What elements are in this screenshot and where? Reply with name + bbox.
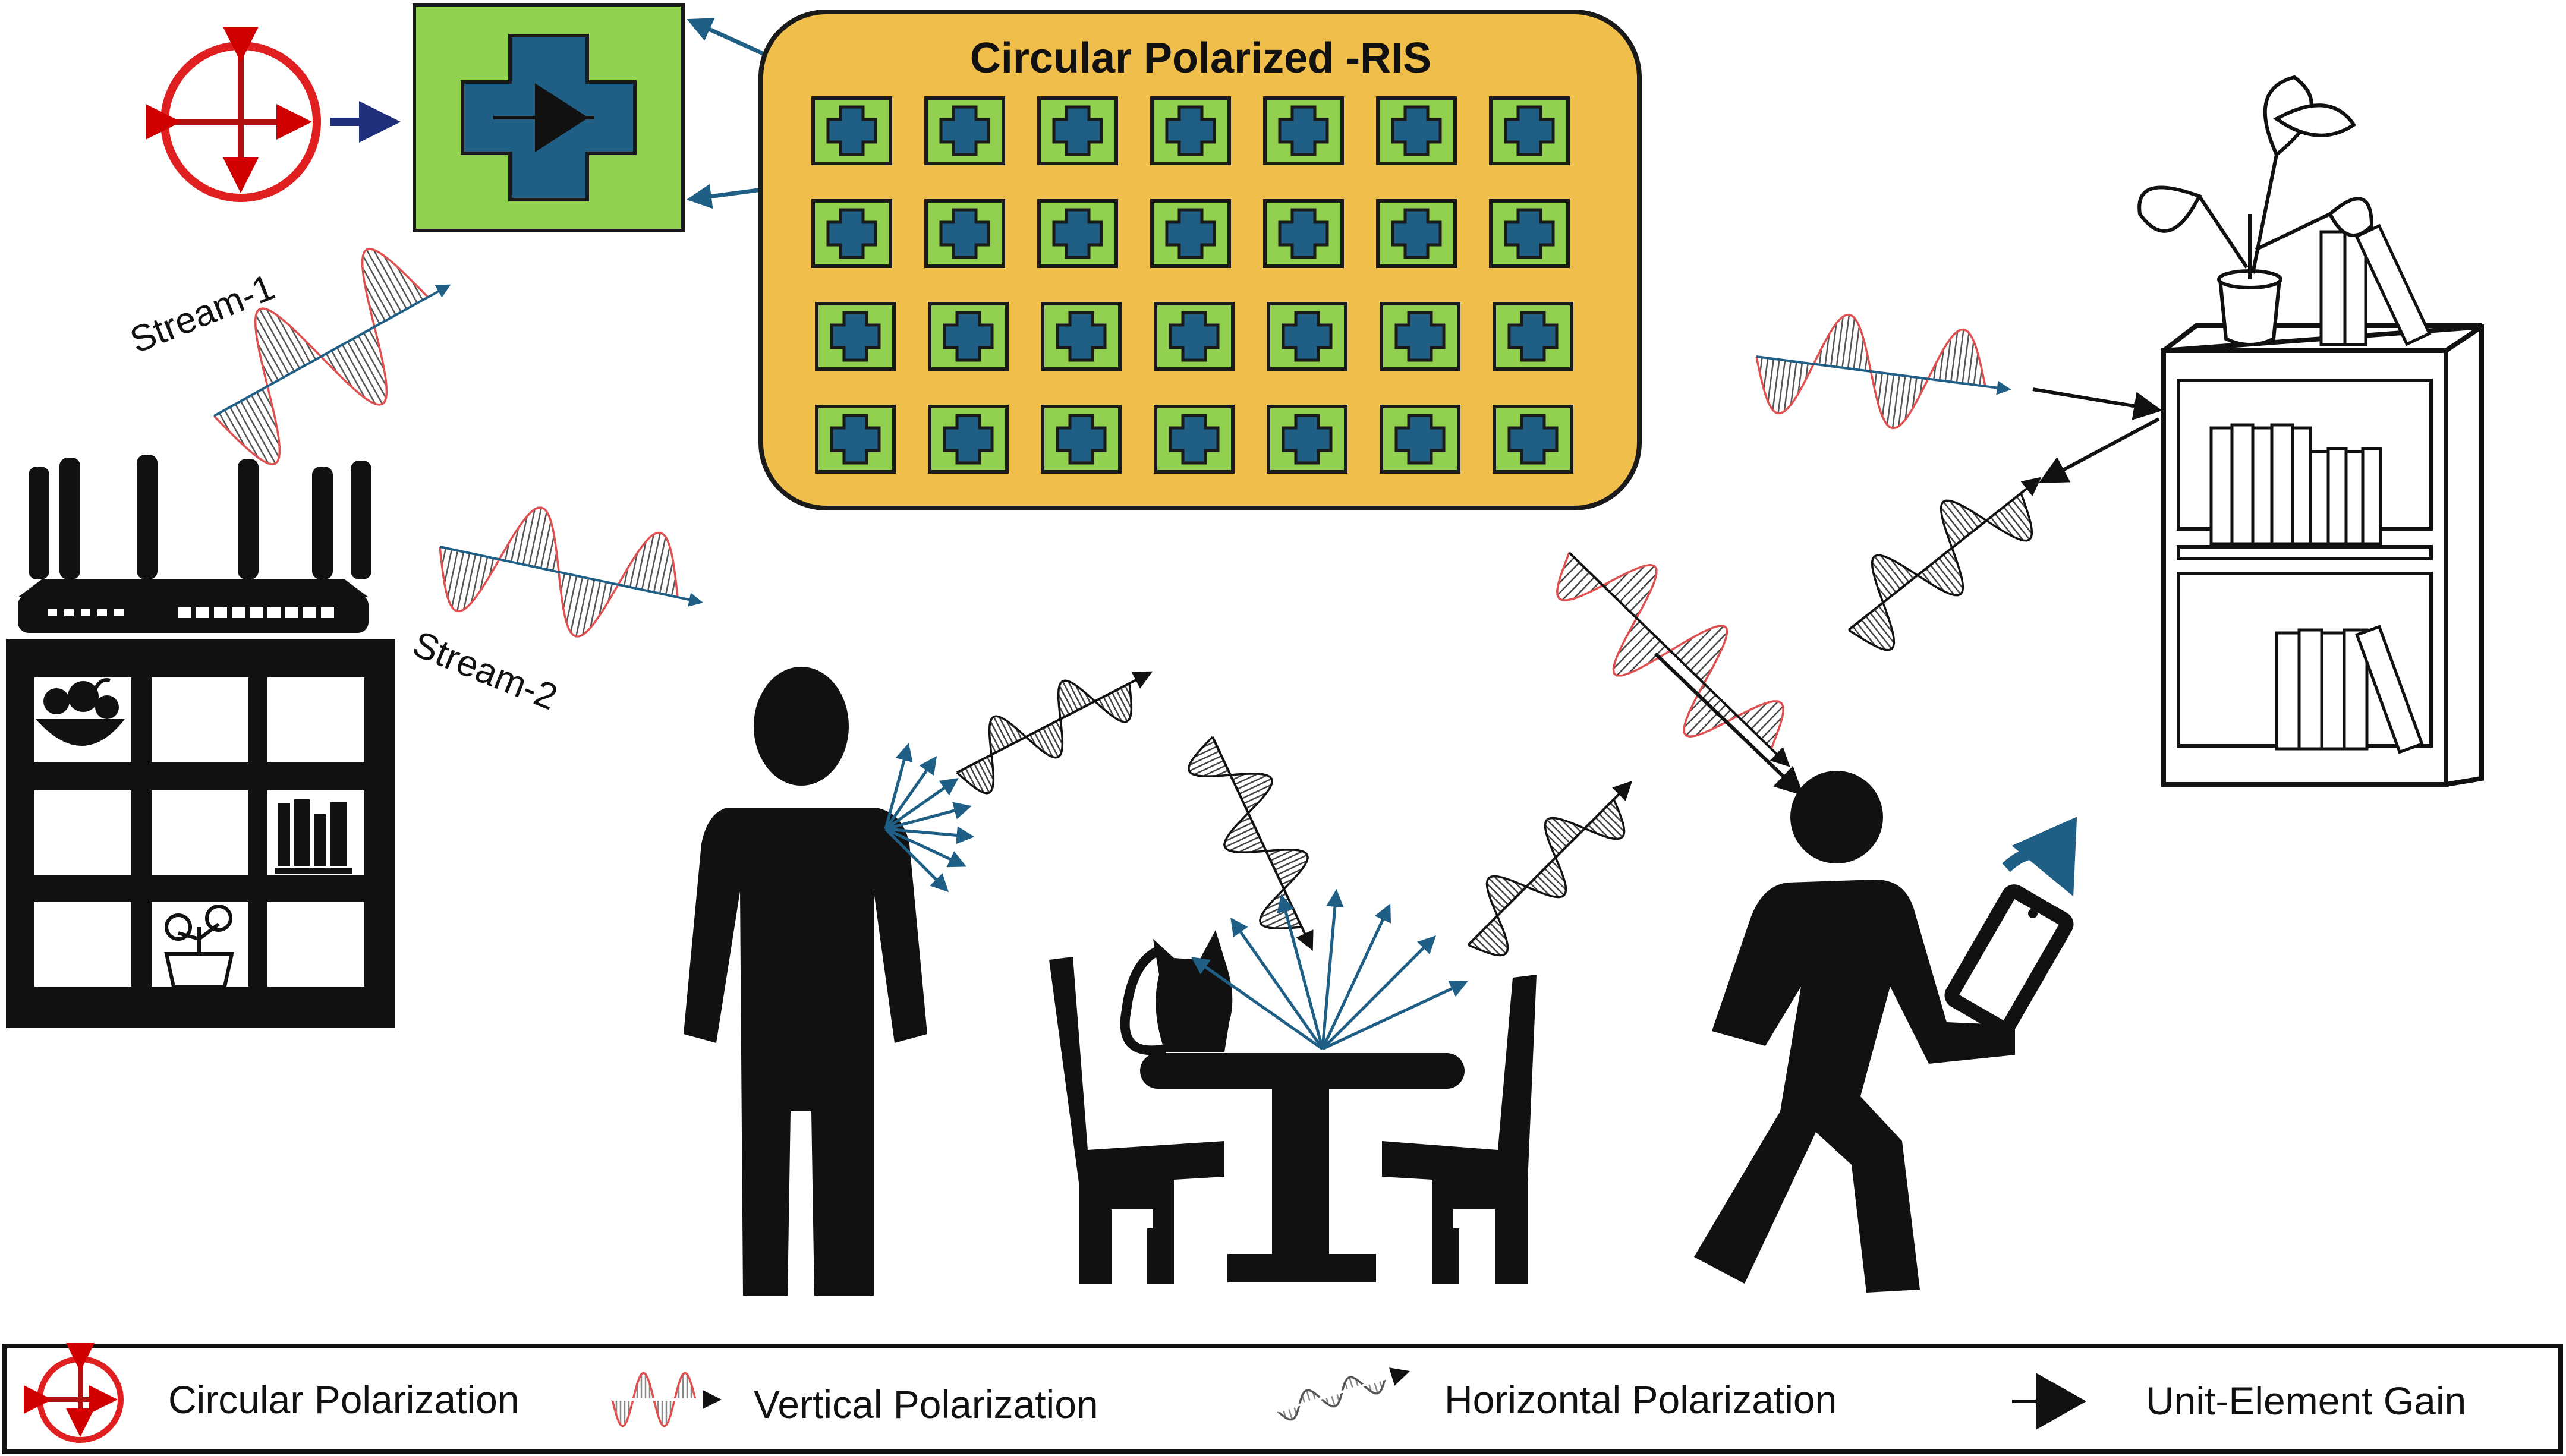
standing-person [684,667,927,1296]
scatter-arrows-person [884,743,975,893]
books-icon [275,799,352,874]
legend-vertical-icon [611,1371,722,1428]
ris-unit-cell [811,199,892,268]
potted-plant [2137,75,2374,346]
ris-unit-cell [811,96,892,165]
ris-unit-cell [1263,96,1344,165]
ris-unit-cell [1267,302,1347,371]
ris-unit-cell [1376,199,1457,268]
scatter-arrow [884,756,937,830]
reflected-wave-bookcase [1847,477,2042,651]
scatter-arrow [884,827,966,868]
ris-unit-cell [1493,302,1573,371]
scatter-arrow [1277,894,1324,1050]
bookcase [2161,223,2484,787]
table-with-chairs [1049,957,1537,1284]
ris-unit-cell [928,302,1009,371]
ris-unit-cell [1493,405,1573,474]
arrow-to-walking-person [1654,652,1804,796]
scatter-arrow [1321,889,1344,1050]
ris-unit-cell [1037,199,1118,268]
ris-unit-cell [815,405,896,474]
ris-unit-cell [1037,96,1118,165]
fruit-bowl-icon [36,678,125,746]
ris-title: Circular Polarized -RIS [970,34,1431,82]
circular-polarization-icon [146,27,321,202]
ris-unit-cell [1376,96,1457,165]
ris-unit-cell [1489,96,1570,165]
ris-unit-cell [1489,199,1570,268]
ris-unit-cell [928,405,1009,474]
scatter-arrows-table [1191,889,1468,1051]
wave-from-person [956,671,1153,795]
ris-unit-cell [924,199,1005,268]
scatter-arrow [1321,980,1468,1051]
legend-horizontal-label: Horizontal Polarization [1444,1378,1837,1422]
legend-vertical-label: Vertical Polarization [754,1382,1098,1426]
legend-horizontal-icon [1277,1367,1410,1421]
stream-1-wave [213,248,451,465]
legend-circular-label: Circular Polarization [168,1378,520,1422]
legend-gain-icon [2012,1373,2086,1430]
cube-storage-shelf [6,639,395,1028]
flower-pot-icon [164,905,234,988]
ris-unit-cell [1041,405,1122,474]
ris-unit-cell [1263,199,1344,268]
circular-wave-to-person [1556,551,1790,767]
rotation-arrow-icon [2002,817,2077,897]
scatter-arrow [884,777,959,831]
scatter-arrow [885,826,975,844]
ris-unit-cell [924,96,1005,165]
legend-gain-label: Unit-Element Gain [2146,1379,2466,1423]
incident-wave-bookcase [1755,313,2011,430]
scatter-arrow [1230,917,1324,1050]
stream-2-wave [439,506,704,638]
legend: Circular Polarization Vertical Polarizat… [2,1343,2563,1454]
tablet-device [1944,884,2074,1035]
wave-from-table [1467,780,1633,957]
legend-circular-icon [24,1343,124,1443]
ris-element-grid [811,96,1573,474]
ris-unit-cell [1154,405,1235,474]
legend-horizontal-wave [1277,1367,1410,1421]
ris-unit-cell [1380,405,1460,474]
ris-unit-cell [1267,405,1347,474]
stream-2-label: Stream-2 [407,623,563,718]
scatter-arrow [1321,935,1436,1050]
scatter-arrow [1321,903,1391,1050]
scatter-arrow [884,828,949,893]
incident-arrow-bookcase [2032,387,2162,420]
cat [1120,930,1233,1055]
ris-unit-cell [815,302,896,371]
wifi-router [18,455,371,633]
ris-unit-cell [1041,302,1122,371]
wave-above-table [1188,736,1314,951]
legend-vertical-wave [611,1371,722,1428]
ris-unit-cell [1380,302,1460,371]
ris-unit-cell [1150,199,1231,268]
reflected-arrow-bookcase [2038,417,2160,483]
polarization-waves [213,248,2042,957]
scatter-arrow [884,743,913,830]
ris-unit-cell [1150,96,1231,165]
scatter-arrow [885,802,972,831]
walking-person [1694,771,2015,1293]
scatter-arrow [1191,957,1324,1051]
ris-unit-cell [1154,302,1235,371]
zoomed-unit-element [413,3,685,232]
